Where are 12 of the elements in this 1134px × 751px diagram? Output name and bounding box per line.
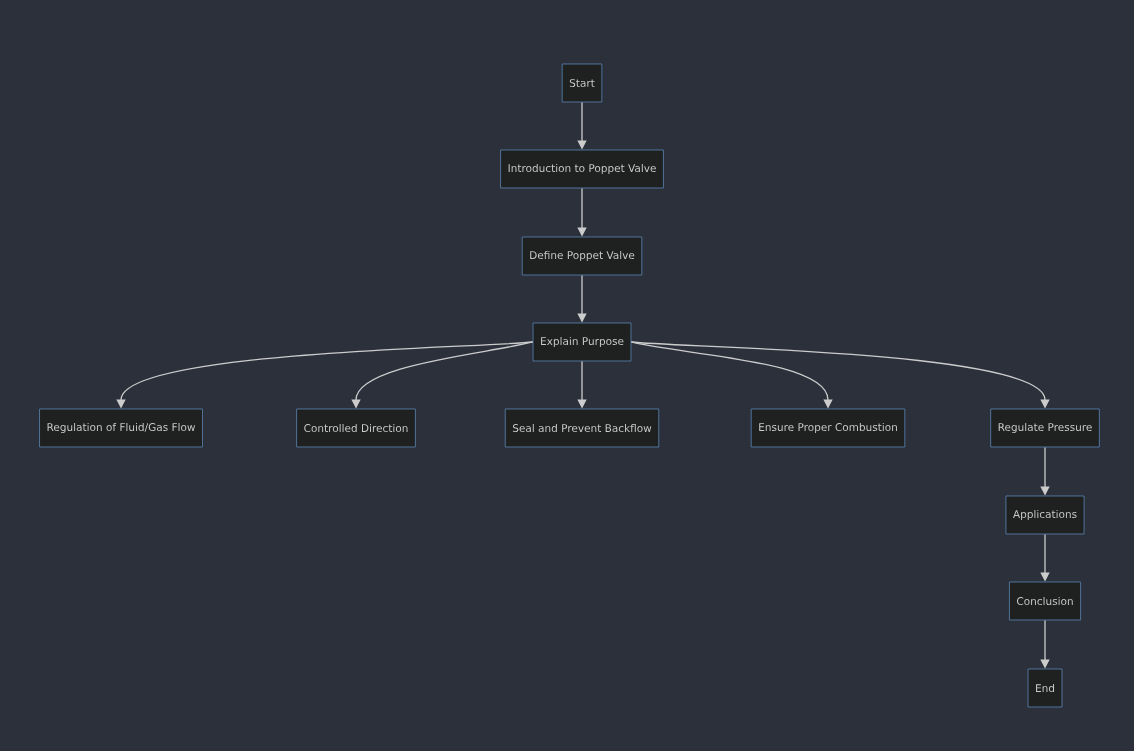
process-box: Ensure Proper Combustion (750, 408, 906, 448)
process-box: Conclusion (1009, 581, 1081, 621)
process-box: Controlled Direction (296, 408, 416, 448)
process-box: Start (561, 63, 603, 103)
process-box: Regulation of Fluid/Gas Flow (39, 408, 203, 448)
process-box: Applications (1005, 495, 1085, 535)
process-box: End (1027, 668, 1063, 708)
process-box: Explain Purpose (532, 322, 632, 362)
process-box: Introduction to Poppet Valve (500, 149, 664, 189)
process-box: Seal and Prevent Backflow (504, 408, 660, 448)
process-box: Regulate Pressure (990, 408, 1100, 448)
process-box: Define Poppet Valve (521, 236, 643, 276)
